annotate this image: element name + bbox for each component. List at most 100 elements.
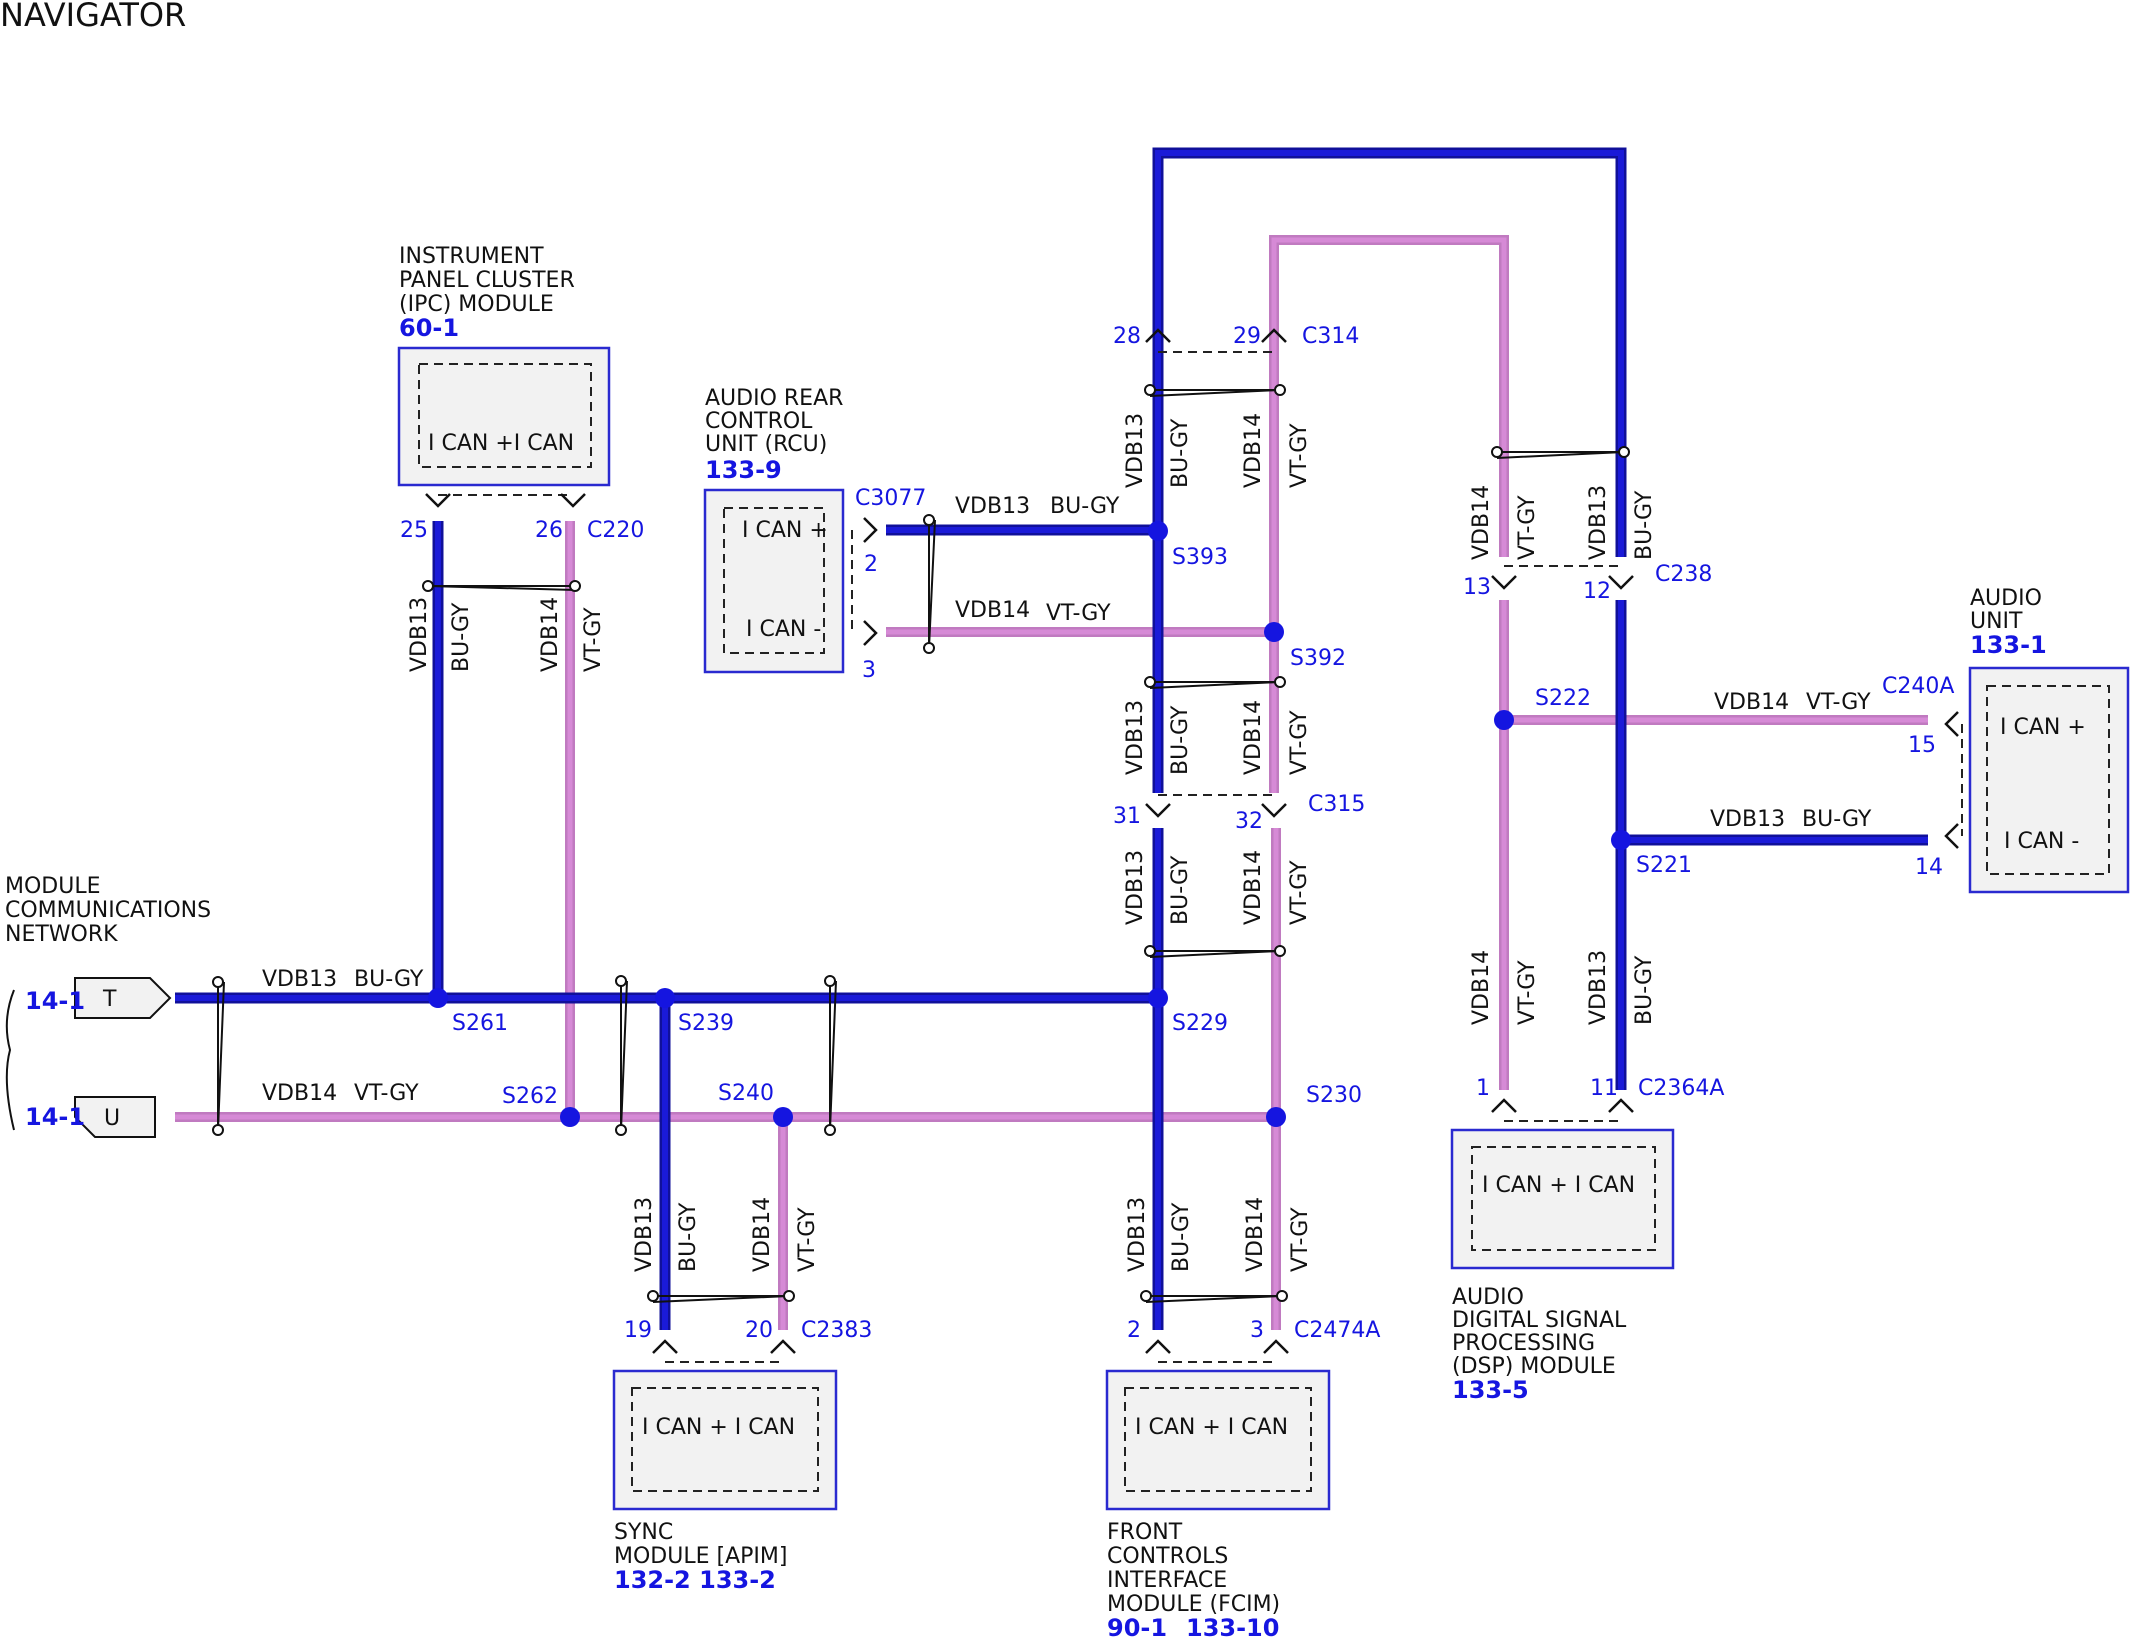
rcu-ref[interactable]: 133-9 [705, 456, 782, 484]
twisted-pair-markers [217, 389, 1625, 1303]
sync-module-box[interactable] [612, 1369, 838, 1511]
splice-label-s221: S221 [1636, 853, 1692, 878]
sync-name-line2: MODULE [APIM] [614, 1544, 787, 1569]
vlabel-c315-vdb13: VDB13 [1123, 850, 1148, 925]
splice-s230[interactable] [1266, 1107, 1286, 1127]
wire-label-rcu-vdb13: VDB13 [955, 494, 1030, 519]
ipc-module[interactable]: I CAN +I CAN [397, 346, 611, 487]
connector-arrows [425, 328, 1959, 1354]
rcu-module-box[interactable] [703, 488, 845, 674]
splice-label-s261: S261 [452, 1011, 508, 1036]
rcu-name-line1: AUDIO REAR [705, 386, 843, 411]
network-ref-t[interactable]: 14-1 [25, 987, 85, 1015]
vlabel-c315-vtgy: VT-GY [1287, 860, 1312, 925]
connector-c220: C220 [587, 518, 644, 543]
vlabel-c315-bugy: BU-GY [1168, 855, 1193, 925]
fcim-ref-b[interactable]: 133-10 [1186, 1614, 1279, 1638]
twist-circle [1491, 446, 1503, 458]
vlabel-c314-bugy: BU-GY [1168, 418, 1193, 488]
vlabel-sync-bugy: BU-GY [676, 1202, 701, 1272]
c315-pin31-arrow [1145, 803, 1171, 818]
splice-s261[interactable] [428, 988, 448, 1008]
bu-gy-wires [175, 147, 1928, 1330]
vlabel-mid-vdb14: VDB14 [1241, 700, 1266, 775]
c2364a-pin11-arrow [1608, 1098, 1634, 1113]
c238-pin13-arrow [1491, 575, 1517, 590]
rcu-pin-minus: I CAN - [746, 617, 821, 642]
network-connector-u[interactable] [74, 1096, 156, 1138]
page-title: NAVIGATOR [0, 0, 186, 34]
connector-c238: C238 [1655, 562, 1712, 587]
vlabel-mid-vtgy: VT-GY [1287, 710, 1312, 775]
wire-label-net-vdb14: VDB14 [262, 1081, 337, 1106]
connector-c2364a: C2364A [1638, 1076, 1724, 1101]
splice-s392[interactable] [1264, 622, 1284, 642]
fcim-module-box[interactable] [1105, 1369, 1331, 1511]
c220-pin26-arrow [560, 493, 586, 508]
splice-s239[interactable] [655, 988, 675, 1008]
c220-pin25-arrow [425, 493, 451, 508]
connector-c314: C314 [1302, 324, 1359, 349]
dsp-name-line3: PROCESSING [1452, 1331, 1595, 1356]
audio-unit-module[interactable]: I CAN + I CAN - [1968, 666, 2130, 894]
c2383-pin20-arrow [770, 1339, 796, 1354]
splice-s221[interactable] [1611, 830, 1631, 850]
twist-circle [569, 580, 581, 592]
vlabel-sync-vdb13: VDB13 [632, 1197, 657, 1272]
dsp-module-box[interactable] [1450, 1128, 1675, 1270]
vlabel-dsp-vtgy: VT-GY [1515, 960, 1540, 1025]
splice-s222[interactable] [1494, 710, 1514, 730]
vlabel-ipc-vtgy: VT-GY [581, 607, 606, 672]
pin-c314-29: 29 [1233, 324, 1261, 349]
ipc-name-line2: PANEL CLUSTER [399, 268, 575, 293]
twist-s239 [620, 980, 628, 1131]
twist-circle [923, 514, 935, 526]
vlabel-fcim-bugy: BU-GY [1169, 1202, 1194, 1272]
ipc-module-inner [418, 363, 592, 468]
rcu-module[interactable]: I CAN + I CAN - [703, 488, 845, 674]
dsp-ref[interactable]: 133-5 [1452, 1376, 1529, 1404]
splice-s229[interactable] [1148, 988, 1168, 1008]
vlabel-ipc-vdb13: VDB13 [407, 597, 432, 672]
c314-pin28-arrow [1145, 328, 1171, 343]
network-connector-t[interactable] [74, 977, 172, 1019]
twist-circle [615, 1124, 627, 1136]
sync-ref[interactable]: 132-2 133-2 [614, 1566, 776, 1594]
audio-unit-box[interactable] [1968, 666, 2130, 894]
splice-s262[interactable] [560, 1107, 580, 1127]
twist-circle [1274, 945, 1286, 957]
fcim-module[interactable]: I CAN + I CAN [1105, 1369, 1331, 1511]
dsp-module[interactable]: I CAN + I CAN [1450, 1128, 1675, 1270]
audio-unit-inner [1986, 685, 2110, 875]
pin-dsp-1: 1 [1476, 1076, 1490, 1101]
twist-circle [824, 975, 836, 987]
c3077-pin2-arrow [863, 517, 878, 543]
splice-s240[interactable] [773, 1107, 793, 1127]
twist-sync [652, 1295, 790, 1303]
fcim-ref-a[interactable]: 90-1 [1107, 1614, 1167, 1638]
c240a-pin15-arrow [1944, 711, 1959, 737]
twist-circle [1274, 384, 1286, 396]
rcu-name-line2: CONTROL [705, 409, 813, 434]
ipc-module-box[interactable] [397, 346, 611, 487]
wire-label-rcu-vtgy: VT-GY [1046, 601, 1111, 626]
audio-unit-ref[interactable]: 133-1 [1970, 631, 2047, 659]
splice-label-s240: S240 [718, 1081, 774, 1106]
vlabel-ipc-vdb14: VDB14 [538, 597, 563, 672]
c2364a-pin1-arrow [1491, 1098, 1517, 1113]
vlabel-mid-vdb13: VDB13 [1123, 700, 1148, 775]
pin-dsp-11: 11 [1590, 1076, 1618, 1101]
splice-label-s262: S262 [502, 1084, 558, 1109]
network-ref-u[interactable]: 14-1 [25, 1103, 85, 1131]
twist-ipc [427, 585, 576, 591]
wire-label-net-vtgy: VT-GY [354, 1081, 419, 1106]
splice-s393[interactable] [1148, 521, 1168, 541]
vlabel-fcim-vdb13: VDB13 [1125, 1197, 1150, 1272]
ipc-ref[interactable]: 60-1 [399, 314, 459, 342]
sync-module[interactable]: I CAN + I CAN [612, 1369, 838, 1511]
fcim-name-line1: FRONT [1107, 1520, 1183, 1545]
audio-unit-pin-minus: I CAN - [2004, 829, 2079, 854]
network-label-line3: NETWORK [5, 922, 118, 947]
vlabel-sync-vtgy: VT-GY [795, 1207, 820, 1272]
network-connector-t-label: T [102, 987, 117, 1012]
